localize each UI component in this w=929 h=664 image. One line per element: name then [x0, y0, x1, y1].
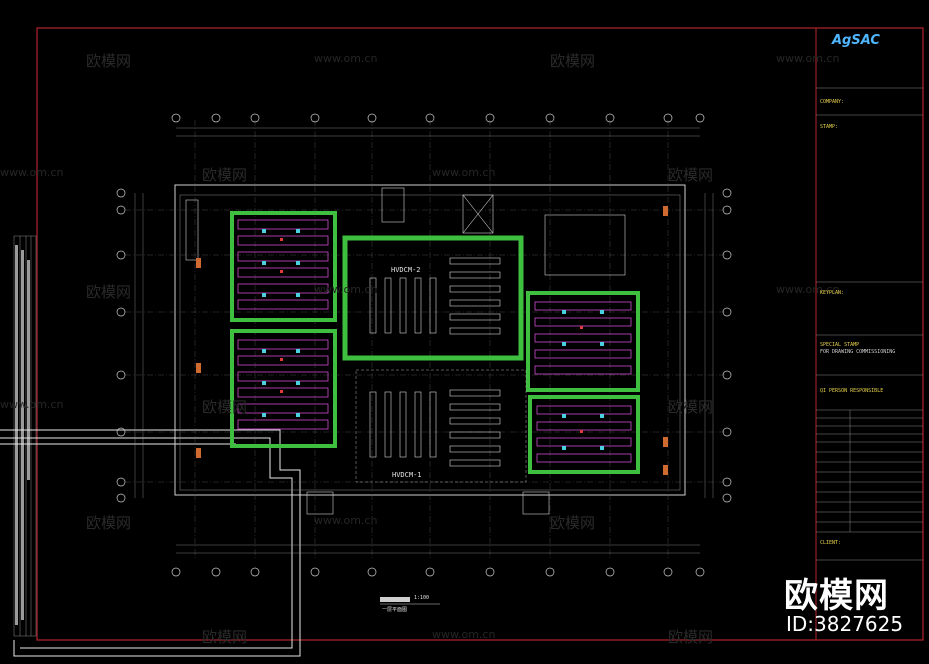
equipment-rows-left-upper	[237, 219, 329, 310]
axis-bubbles	[116, 113, 732, 577]
special-stamp-sub: FOR DRAWING COMMISSIONING	[820, 349, 896, 355]
watermark-url: www.om.cn	[432, 166, 496, 179]
company-logo: AgSAC	[832, 33, 880, 48]
watermark-brand: 欧模网	[550, 514, 596, 532]
watermark-url: www.om.cn	[432, 628, 496, 641]
drawing-title: 一层平面图	[382, 607, 408, 613]
watermark-brand: 欧模网	[668, 628, 714, 646]
axis-grid-horizontal	[125, 209, 725, 483]
equipment-rows-right-upper	[534, 301, 632, 375]
dimension-lines	[134, 127, 714, 554]
watermark-url: www.om.cn	[314, 514, 378, 527]
watermark-brand: 欧模网	[86, 52, 132, 70]
drawing-scale: 1:100	[414, 595, 430, 601]
equipment-rows-left-lower	[237, 339, 329, 430]
watermark-brand: 欧模网	[668, 166, 714, 184]
watermark-url: www.om.cn	[0, 166, 64, 179]
room-right-upper	[526, 291, 640, 392]
drawing-title-underline	[380, 597, 440, 605]
consultant-label: COMPANY:	[820, 99, 845, 105]
title-block-lines	[816, 87, 923, 561]
watermark-brand: 欧模网	[86, 283, 132, 301]
special-stamp-label: SPECIAL STAMP	[820, 342, 860, 348]
room-left-lower	[230, 329, 337, 448]
watermark-url: www.om.cn	[776, 283, 840, 296]
watermark-large-brand: 欧模网	[784, 576, 889, 616]
room-label-hvdcm-2: HVDCM-2	[391, 266, 421, 274]
room-hvdc-2	[342, 235, 524, 361]
watermark-brand: 欧模网	[202, 628, 248, 646]
callout-lines	[0, 429, 301, 657]
watermark-url: www.om.cn	[314, 52, 378, 65]
watermark-url: www.om.cn	[776, 52, 840, 65]
revision-text-marks	[15, 245, 30, 625]
room-right-lower	[528, 395, 640, 474]
watermark-id: ID:3827625	[786, 612, 904, 636]
room-hvdc-1-outline	[355, 369, 527, 483]
person-responsible-label: QI PERSON RESPONSIBLE	[820, 388, 884, 394]
red-equipment-markers	[280, 238, 583, 433]
room-left-upper	[230, 211, 337, 322]
equipment-rows-right-lower	[536, 405, 632, 463]
outer-frame	[36, 27, 924, 641]
watermark-brand: 欧模网	[202, 166, 248, 184]
watermark-brand: 欧模网	[86, 514, 132, 532]
keyplan-label: KEYPLAN:	[820, 290, 845, 296]
room-label-hvdcm-1: HVDCM-1	[392, 471, 422, 479]
watermark-brand: 欧模网	[550, 52, 596, 70]
hvdc-cabinets-bottom	[369, 389, 501, 467]
stamp-label: STAMP:	[820, 124, 839, 130]
cyan-equipment-markers	[262, 229, 604, 450]
orange-markers	[196, 206, 668, 475]
client-label: CLIENT:	[820, 540, 842, 546]
watermark-brand: 欧模网	[668, 398, 714, 416]
watermark-url: www.om.cn	[0, 398, 64, 411]
hvdc-cabinets-top	[369, 257, 501, 335]
watermark-url: www.om.cn	[314, 283, 378, 296]
core-stairs	[185, 187, 626, 515]
watermark-brand: 欧模网	[202, 398, 248, 416]
revision-strip	[13, 235, 37, 637]
